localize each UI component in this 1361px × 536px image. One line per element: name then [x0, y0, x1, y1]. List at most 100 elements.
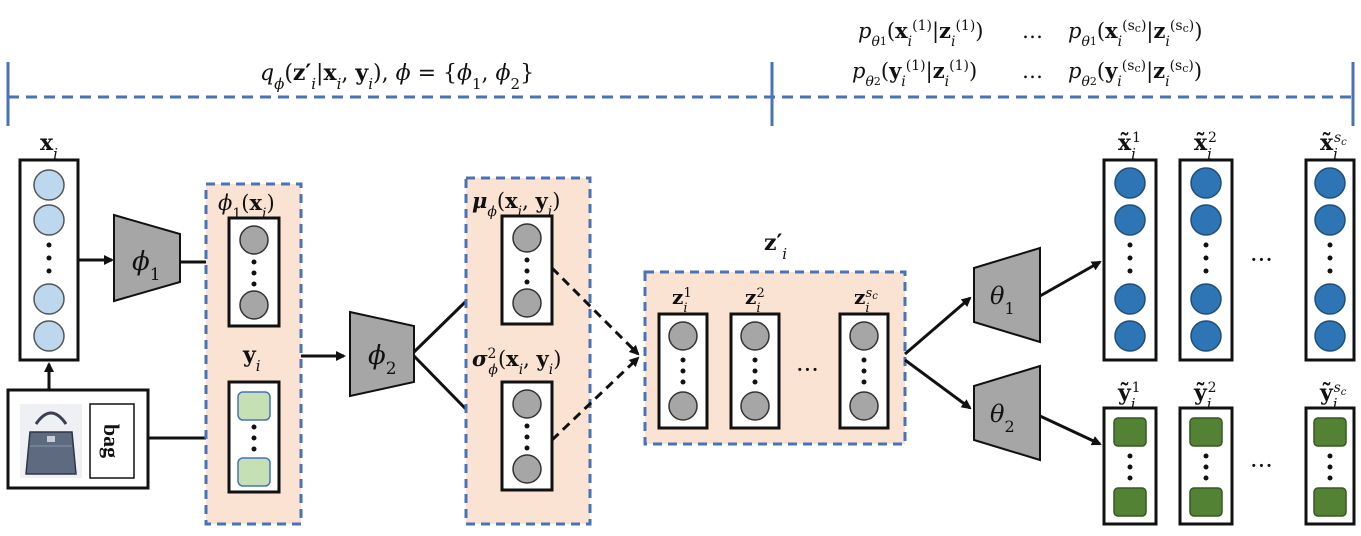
x-out-dot	[1203, 268, 1209, 274]
latent-dot	[752, 368, 758, 374]
theta2-trapezoid	[973, 364, 1041, 462]
sigma-node	[512, 454, 542, 484]
phi1-out-node	[239, 290, 269, 320]
p-theta2-last: pθ2(yi(sc)|zi(sc))	[1068, 58, 1202, 90]
x-out-dot	[1327, 255, 1333, 261]
handbag-image	[20, 404, 82, 478]
x-out-dot	[1203, 255, 1209, 261]
arrow-theta1-to-xout	[1039, 260, 1102, 298]
y-out-dot	[1127, 464, 1133, 470]
mu-dot	[524, 279, 530, 285]
x-node	[33, 204, 65, 236]
x-out-dot	[1327, 242, 1333, 248]
arrow-sigma-to-latent	[550, 356, 640, 442]
sigma-dot	[524, 445, 530, 451]
latent-node	[740, 321, 770, 351]
y-out-label: ỹi1	[1117, 380, 1141, 413]
latent-region: z′i zi1 zi2 ··· zisc	[643, 230, 907, 446]
latent-dot	[861, 357, 867, 363]
arrow-mu-to-latent	[550, 266, 640, 356]
y-out-node	[1113, 417, 1147, 447]
phi1-out-dot	[251, 270, 257, 276]
y-node	[237, 457, 271, 487]
phi2-trapezoid	[349, 310, 415, 398]
y-dot	[251, 435, 257, 441]
x-node	[33, 320, 65, 352]
y-out-ellipsis: ···	[1250, 452, 1273, 480]
latent-node	[740, 391, 770, 421]
arrow-latent-to-theta1	[904, 296, 972, 356]
y-outputs: ỹi1 ỹi2 ··· ỹisc	[1102, 380, 1356, 526]
mu-dot	[524, 268, 530, 274]
y-out-dot	[1127, 475, 1133, 481]
sigma-dot	[524, 434, 530, 440]
latent-ellipsis: ···	[796, 356, 819, 384]
mu-dot	[524, 257, 530, 263]
x-out-node	[1314, 204, 1346, 236]
q-phi-label: qϕ(z′i|xi, yi), ϕ = {ϕ1, ϕ2}	[260, 60, 534, 93]
x-outputs: x̃i1 x̃i2 ··· x̃isc	[1102, 130, 1356, 362]
y-out-node	[1113, 487, 1147, 517]
y-out-node	[1189, 417, 1223, 447]
x-out-dot	[1203, 242, 1209, 248]
encoder-region-1: ϕ1(xi) yi	[204, 182, 303, 526]
x-out-node	[1114, 167, 1146, 199]
x-out-node	[1314, 167, 1346, 199]
y-out-node	[1189, 487, 1223, 517]
x-out-dot	[1327, 268, 1333, 274]
tag-text: bag	[99, 424, 124, 458]
tag-box	[89, 403, 135, 479]
x-dot	[46, 242, 52, 248]
latent-node	[849, 391, 879, 421]
y-out-dot	[1327, 475, 1333, 481]
x-out-node	[1190, 320, 1222, 352]
y-dot	[251, 446, 257, 452]
x-node	[33, 169, 65, 201]
y-out-dot	[1203, 475, 1209, 481]
latent-dot	[680, 357, 686, 363]
x-node	[33, 283, 65, 315]
header: qϕ(z′i|xi, yi), ϕ = {ϕ1, ϕ2} pθ1(xi(1)|z…	[6, 18, 1355, 126]
x-dot	[46, 268, 52, 274]
latent-sample-label: zi2	[745, 285, 765, 316]
latent-title: z′i	[764, 230, 787, 263]
y-out-node	[1313, 487, 1347, 517]
x-out-node	[1190, 167, 1222, 199]
sigma-node	[512, 389, 542, 419]
theta1-trapezoid	[973, 246, 1041, 344]
y-out-dot	[1203, 464, 1209, 470]
arrow-latent-to-theta2	[904, 358, 972, 410]
y-out-dot	[1327, 453, 1333, 459]
y-out-dot	[1327, 464, 1333, 470]
x-out-dot	[1127, 268, 1133, 274]
latent-node	[849, 321, 879, 351]
phi1-out-dot	[251, 259, 257, 265]
mu-node	[512, 223, 542, 253]
p-theta1-last: pθ1(xi(sc)|zi(sc))	[1068, 18, 1202, 50]
y-out-dot	[1127, 453, 1133, 459]
x-input-label: xi	[40, 130, 58, 163]
y-out-node	[1313, 417, 1347, 447]
phi1-trapezoid	[113, 213, 181, 303]
x-out-node	[1114, 204, 1146, 236]
p-theta2-first: pθ2(yi(1)|zi(1))	[852, 58, 977, 90]
phi1-out-dot	[251, 281, 257, 287]
raw-input: bag	[6, 388, 150, 490]
x-out-label: x̃i1	[1118, 130, 1141, 163]
x-out-node	[1314, 320, 1346, 352]
y-dot	[251, 424, 257, 430]
latent-node	[668, 391, 698, 421]
y-out-dot	[1203, 453, 1209, 459]
x-dot	[46, 255, 52, 261]
latent-dot	[752, 357, 758, 363]
latent-dot	[752, 379, 758, 385]
p-theta1-ellipsis: …	[1022, 19, 1043, 43]
latent-dot	[861, 379, 867, 385]
x-out-node	[1114, 283, 1146, 315]
input-x: xi	[18, 130, 80, 362]
x-out-label: x̃isc	[1320, 130, 1347, 163]
latent-dot	[680, 379, 686, 385]
p-theta1-first: pθ1(xi(1)|zi(1))	[858, 18, 984, 50]
